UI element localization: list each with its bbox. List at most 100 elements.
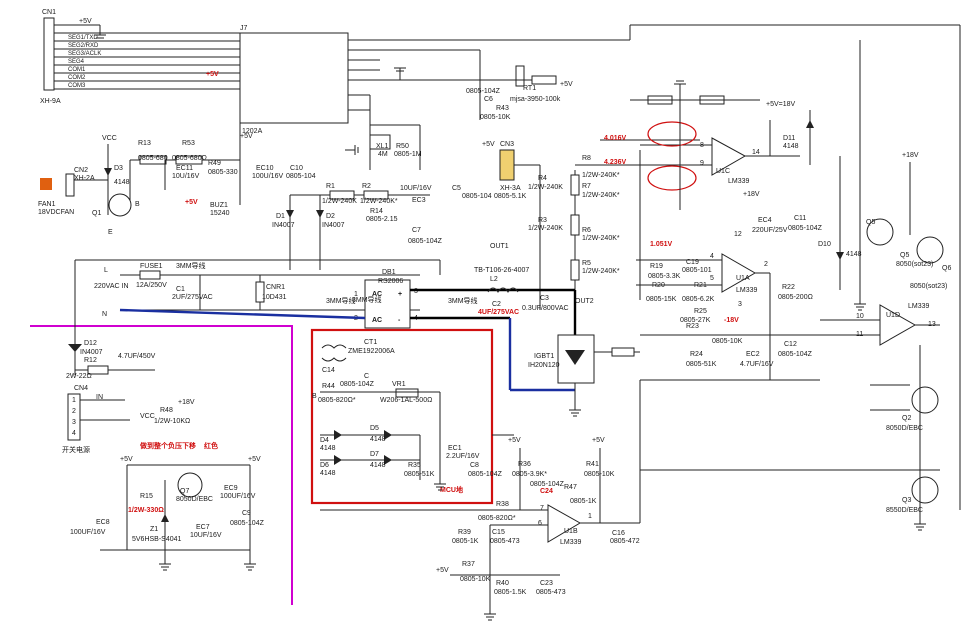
r44-ref: R44 xyxy=(322,383,335,390)
mcu-ground: MCU地 xyxy=(440,485,463,494)
ec11-value: 10U/16V xyxy=(172,173,200,180)
igbt1-value: IH20N120 xyxy=(528,362,560,369)
ct-b-label: B xyxy=(312,393,317,400)
d5-ref: D5 xyxy=(370,425,379,432)
c3-value: 0.3UF/800VAC xyxy=(522,305,569,312)
r35-value: 0805-51K xyxy=(404,471,435,478)
c12-value: 0805-104Z xyxy=(778,351,813,358)
tb-label: TB-T106-26-4007 xyxy=(474,267,529,274)
r50-ref: R50 xyxy=(396,143,409,150)
highlight-ellipse-upper xyxy=(647,121,697,147)
r49-ref: R49 xyxy=(208,160,221,167)
voltage-4236: 4.236V xyxy=(604,159,627,166)
u1c-symbol xyxy=(711,137,747,176)
cn3-ref: CN3 xyxy=(500,141,514,148)
highlight-box xyxy=(310,328,494,505)
d10-value: 4148 xyxy=(846,251,862,258)
r37-supply: +5V xyxy=(436,567,449,574)
r13-value: 0805-680 xyxy=(138,155,168,162)
d11-ref: D11 xyxy=(783,135,795,142)
j7-supply: +5V xyxy=(206,71,219,78)
d7-diode xyxy=(384,455,392,465)
ec8-ref: EC8 xyxy=(96,519,110,526)
comparator-u1c-region: U1C LM339 8 9 14 4.016V 4.236V +5V=18V D… xyxy=(604,88,814,210)
q1-transistor xyxy=(108,193,132,217)
z1-value: 5V6HSB-S4041 xyxy=(132,536,182,543)
q3-transistor xyxy=(911,476,939,504)
cn4-pin4: 4 xyxy=(72,430,76,437)
r24-ref: R24 xyxy=(690,351,703,358)
r38-ref: R38 xyxy=(496,501,509,508)
cn1-pin-5: COM1 xyxy=(68,67,86,73)
cnr1-value: 10D431 xyxy=(262,294,287,301)
ac-l-label: L xyxy=(104,267,108,274)
red-note: 做到整个负压下移 xyxy=(139,441,196,450)
r39-value: 0805-1K xyxy=(452,538,479,545)
ec1-value: 2.2UF/16V xyxy=(446,453,480,460)
q1-ref: Q1 xyxy=(92,210,101,217)
fan1-ref: FAN1 xyxy=(38,201,56,208)
d1-value: IN4007 xyxy=(272,222,295,229)
wire-3mm-2: 3MM导线 xyxy=(326,296,356,305)
supply-5v-18v: +5V=18V xyxy=(766,101,796,108)
fan-icon xyxy=(40,178,52,190)
q6-label-left: Q5 xyxy=(900,252,909,259)
buz-supply: +5V xyxy=(185,199,198,206)
db1-part: RS2006 xyxy=(378,278,403,285)
ac-n-label: N xyxy=(102,311,107,318)
d4-ref: D4 xyxy=(320,437,329,444)
r12-value: 2W-22Ω xyxy=(66,373,92,380)
r41-ref: R41 xyxy=(586,461,599,468)
r38-value: 0805-820Ω* xyxy=(478,515,516,522)
u1a-pin12: 12 xyxy=(734,231,742,238)
c9-ref: C9 xyxy=(242,510,251,517)
c15-value: 0805-473 xyxy=(490,538,520,545)
right-supply: +18V xyxy=(902,152,919,159)
c1-ref: C1 xyxy=(176,286,185,293)
q6-transistor xyxy=(916,236,944,264)
r1-ref: R1 xyxy=(326,183,335,190)
r40-value: 0805-1.5K xyxy=(494,589,527,596)
c10-ref: C10 xyxy=(290,165,303,172)
q2-value: 8050D/EBC xyxy=(886,425,923,432)
c23-ref: C23 xyxy=(540,580,553,587)
r47-value: 0805-1K xyxy=(570,498,597,505)
r35-ref: R35 xyxy=(408,462,421,469)
r36-value: 0805-3.9K* xyxy=(512,471,547,478)
u1c-ref: U1C xyxy=(716,168,730,175)
power-stage: TB-T106-26-4007 OUT1 L2 C2 4UF/275VAC C3… xyxy=(474,243,640,405)
comparator-u1a-region: +18V EC4 220UF/25V C11 0805-104Z U1A LM3… xyxy=(636,191,823,381)
cn1-pin-1: SEG1/TXD xyxy=(68,35,98,41)
d11-value: 4148 xyxy=(783,143,799,150)
cn1-supply: +5V xyxy=(79,18,92,25)
rt1-value: mjsa-3950-100k xyxy=(510,96,561,103)
ac-in-label: 220VAC IN xyxy=(94,283,129,290)
rt1-supply: +5V xyxy=(560,81,573,88)
wire-3mm-out: 3MM导线 xyxy=(448,296,478,305)
r25-ref: R25 xyxy=(694,308,707,315)
ground-symbols xyxy=(159,80,926,621)
c24-ref: C24 xyxy=(540,488,553,495)
xl1-ref: XL1 xyxy=(376,143,389,150)
c8-ref: C8 xyxy=(470,462,479,469)
isolation-boundary xyxy=(30,325,293,605)
fan-driver: VCC D3 4148 Q1 B E FAN1 18VDCFAN CN2 XH-… xyxy=(38,123,316,236)
cn1-pin-3: SEG3/ACLK xyxy=(68,51,101,57)
c5-ref: C5 xyxy=(452,185,461,192)
db1-minus: - xyxy=(398,317,401,324)
ac-input: L N 220VAC IN FUSE1 12A/250V 3MM导线 C1 2U… xyxy=(74,259,441,326)
c11-ref: C11 xyxy=(794,215,806,222)
r23-ref: R23 xyxy=(686,323,699,330)
ec9-ref: EC9 xyxy=(224,485,238,492)
r24-value: 0805-51K xyxy=(686,361,717,368)
r13-ref: R13 xyxy=(138,140,151,147)
c16-value: 0805-472 xyxy=(610,538,640,545)
cn1-pin-7: COM3 xyxy=(68,83,86,89)
r19-ref: R19 xyxy=(650,263,663,270)
cn1-pin-4: SEG4 xyxy=(68,59,85,65)
r43-value: 0805-10K xyxy=(480,114,511,121)
connector-cn1: CN1 XH-9A +5V SEG1/TXD SEG2/RXD SEG3/ACL… xyxy=(40,9,240,105)
c14-ref: C14 xyxy=(322,367,335,374)
z1-ref: Z1 xyxy=(150,526,158,533)
